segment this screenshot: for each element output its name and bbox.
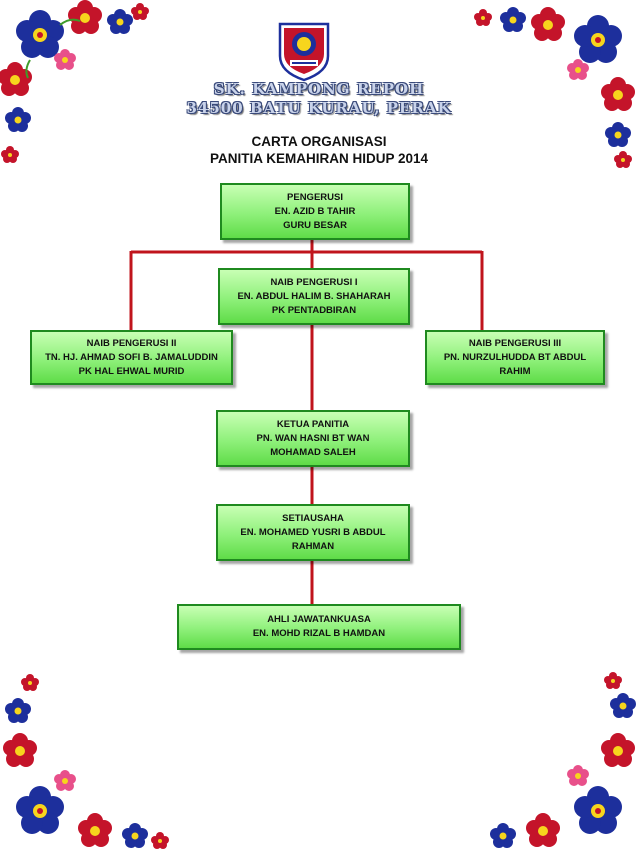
node-role: SETIAUSAHA <box>282 512 344 524</box>
node-name-cont: MOHAMAD SALEH <box>270 446 356 458</box>
node-position: PK PENTADBIRAN <box>271 304 357 316</box>
node-name: TN. HJ. AHMAD SOFI B. JAMALUDDIN <box>45 351 218 363</box>
node-role: NAIB PENGERUSI II <box>86 337 177 349</box>
node-naib-pengerusi-3: NAIB PENGERUSI III PN. NURZULHUDDA BT AB… <box>425 330 605 385</box>
node-setiausaha: SETIAUSAHA EN. MOHAMED YUSRI B ABDUL RAH… <box>216 504 410 561</box>
floral-corner-top-right <box>468 0 638 170</box>
node-role: AHLI JAWATANKUASA <box>267 614 371 625</box>
node-naib-pengerusi-1: NAIB PENGERUSI I EN. ABDUL HALIM B. SHAH… <box>218 268 410 325</box>
floral-corner-bottom-right <box>478 671 638 851</box>
school-address: 34500 BATU KURAU, PERAK <box>186 99 452 117</box>
node-role: PENGERUSI <box>287 191 343 203</box>
node-position: PK HAL EHWAL MURID <box>78 365 185 377</box>
node-pengerusi: PENGERUSI EN. AZID B TAHIR GURU BESAR <box>220 183 410 240</box>
school-crest-icon <box>274 20 334 82</box>
node-name: PN. WAN HASNI BT WAN <box>256 432 370 444</box>
node-ahli-jawatankuasa: AHLI JAWATANKUASA EN. MOHD RIZAL B HAMDA… <box>177 604 461 650</box>
node-name: EN. MOHD RIZAL B HAMDAN <box>252 628 386 639</box>
floral-corner-bottom-left <box>0 671 170 851</box>
node-role: NAIB PENGERUSI III <box>468 337 562 349</box>
school-name: SK. KAMPONG REPOH <box>213 80 425 98</box>
chart-title: CARTA ORGANISASI <box>251 134 387 149</box>
node-naib-pengerusi-2: NAIB PENGERUSI II TN. HJ. AHMAD SOFI B. … <box>30 330 233 385</box>
node-name: EN. AZID B TAHIR <box>274 205 356 217</box>
chart-subtitle: PANITIA KEMAHIRAN HIDUP 2014 <box>209 151 429 166</box>
flower-icon <box>16 10 64 58</box>
node-role: NAIB PENGERUSI I <box>270 276 358 288</box>
node-role: KETUA PANITIA <box>276 418 350 430</box>
node-name: PN. NURZULHUDDA BT ABDUL <box>443 351 587 363</box>
node-name-cont: RAHMAN <box>291 540 335 552</box>
floral-corner-top-left <box>0 0 150 170</box>
node-name-cont: RAHIM <box>499 365 531 377</box>
node-position: GURU BESAR <box>283 219 347 231</box>
node-ketua-panitia: KETUA PANITIA PN. WAN HASNI BT WAN MOHAM… <box>216 410 410 467</box>
node-name: EN. MOHAMED YUSRI B ABDUL <box>240 526 386 538</box>
node-name: EN. ABDUL HALIM B. SHAHARAH <box>237 290 391 302</box>
